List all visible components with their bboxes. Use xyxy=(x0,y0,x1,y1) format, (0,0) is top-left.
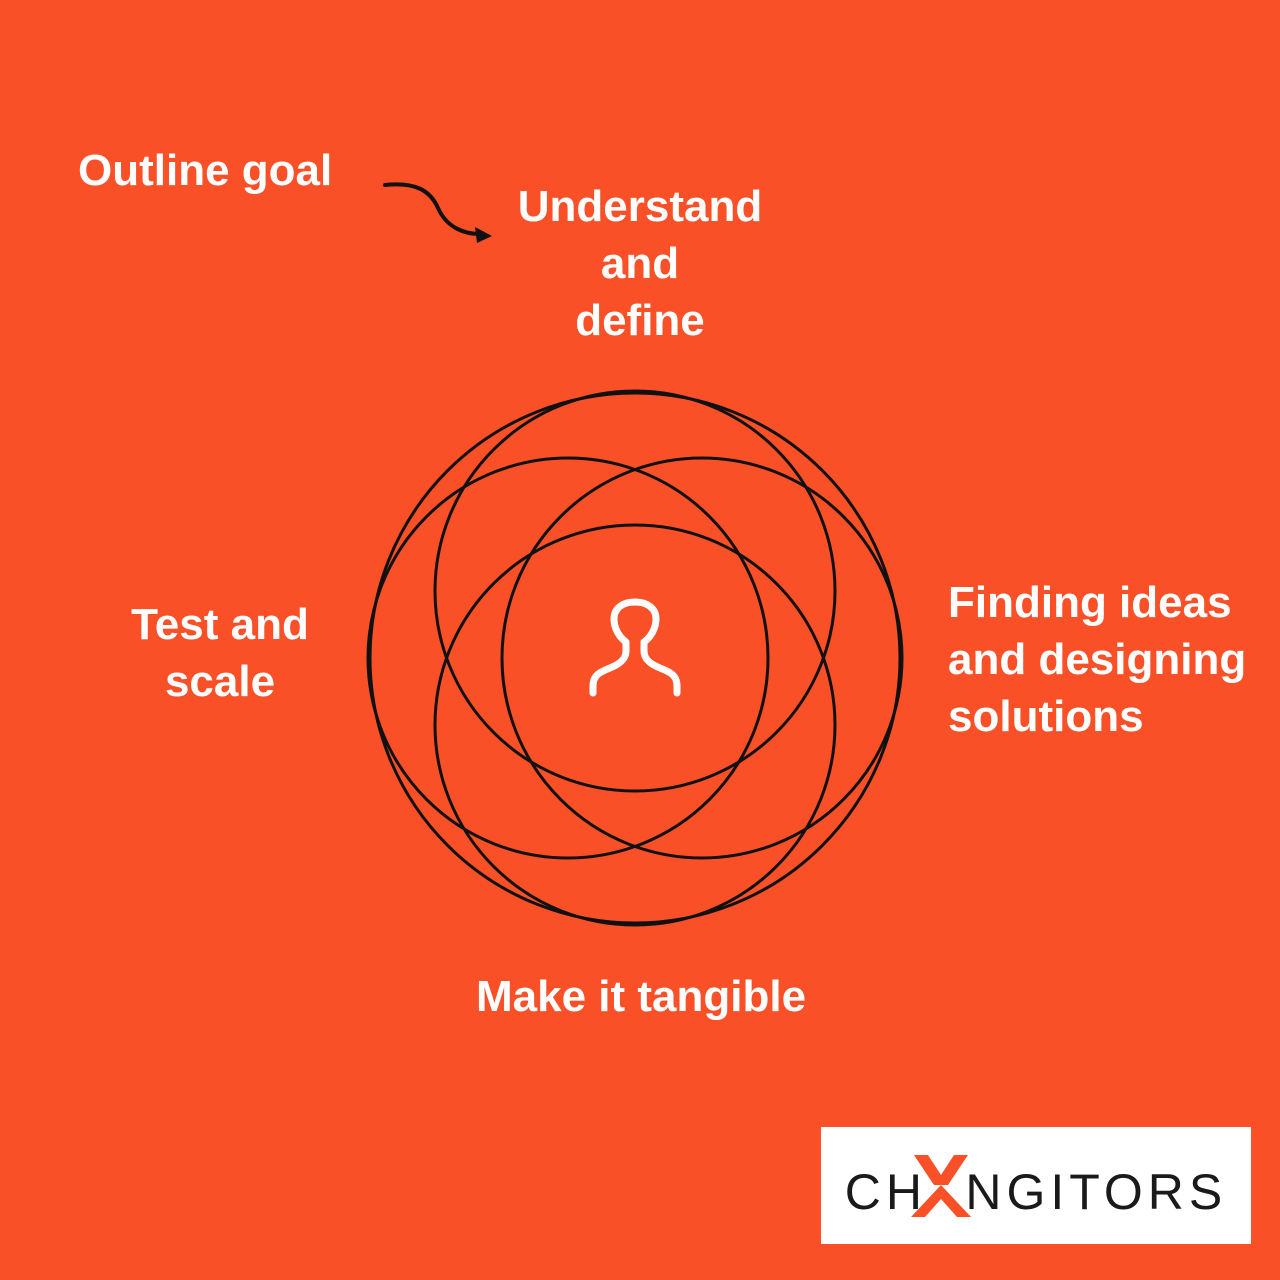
finding-line-2: and designing xyxy=(948,635,1247,684)
make-it-tangible-label: Make it tangible xyxy=(476,968,806,1025)
bottom-circle xyxy=(433,523,837,927)
outer-circle xyxy=(368,391,902,925)
understand-define-label: Understand and define xyxy=(500,178,780,349)
finding-ideas-label: Finding ideas and designing solutions xyxy=(948,574,1246,745)
understand-line-2: and xyxy=(600,239,680,288)
changitors-logo-icon: CHANGITORS xyxy=(845,1155,1227,1220)
tangible-text: Make it tangible xyxy=(476,972,807,1021)
right-circle xyxy=(500,456,904,860)
changitors-logo: CHANGITORS xyxy=(821,1127,1251,1244)
understand-line-1: Understand xyxy=(517,182,763,231)
person-icon xyxy=(589,598,681,697)
logo-accent-mark xyxy=(911,1155,971,1217)
left-circle xyxy=(366,456,770,860)
understand-line-3: define xyxy=(575,296,705,345)
top-circle xyxy=(433,389,837,793)
outline-goal-label: Outline goal xyxy=(78,142,332,199)
test-line-2: scale xyxy=(164,657,276,706)
outline-goal-text: Outline goal xyxy=(78,146,333,195)
finding-line-1: Finding ideas xyxy=(948,578,1232,627)
test-line-1: Test and xyxy=(131,600,309,649)
finding-line-3: solutions xyxy=(948,692,1144,741)
overlapping-circles-diagram xyxy=(366,389,904,927)
curved-arrow-icon xyxy=(383,182,492,243)
test-scale-label: Test and scale xyxy=(110,596,330,710)
logo-text: CHANGITORS xyxy=(845,1164,1227,1220)
